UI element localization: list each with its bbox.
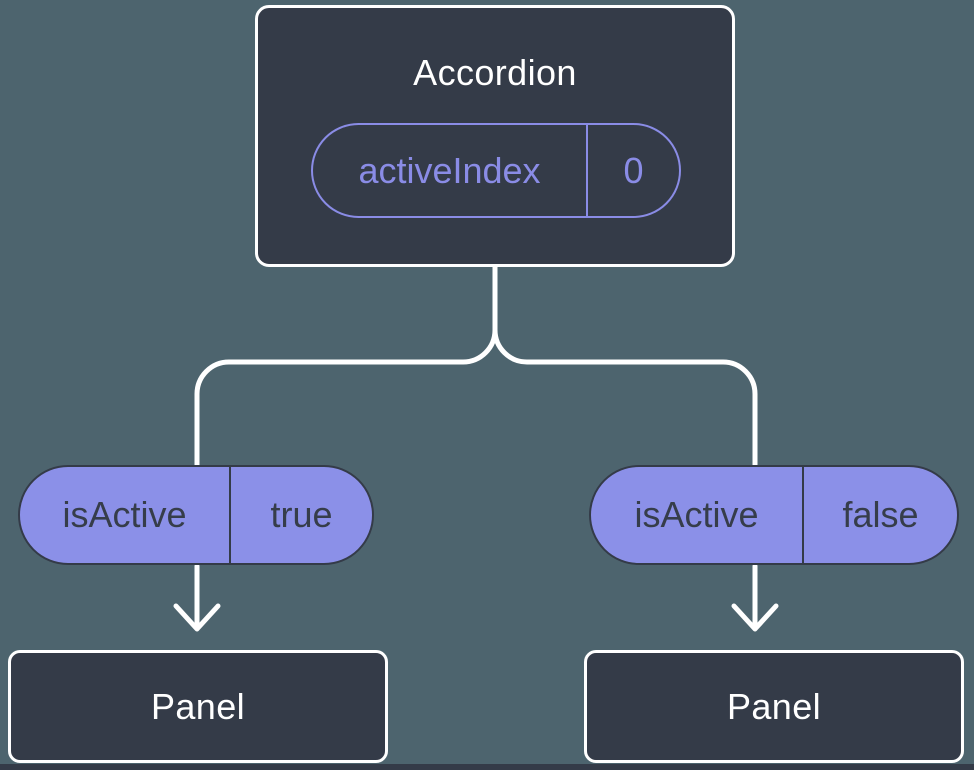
- branch-right-connector: [492, 264, 758, 469]
- panel-node-left: Panel: [8, 650, 388, 763]
- down-arrow-right-icon: [731, 603, 779, 632]
- active-index-prop-pill: activeIndex 0: [311, 123, 681, 218]
- prop-name-is-active-left: isActive: [62, 494, 187, 535]
- panel-node-right-title: Panel: [726, 685, 822, 727]
- is-active-pill-left: isActive true: [18, 465, 374, 565]
- branch-left-connector: [194, 264, 498, 469]
- accordion-node-title: Accordion: [413, 52, 577, 93]
- prop-value-active-index: 0: [586, 125, 679, 216]
- bottom-edge-bar: [0, 764, 974, 770]
- down-arrow-left-icon: [173, 603, 221, 632]
- is-active-pill-right: isActive false: [589, 465, 959, 565]
- accordion-node: Accordion activeIndex 0: [255, 5, 735, 267]
- panel-node-right: Panel: [584, 650, 964, 763]
- prop-value-is-active-right: false: [802, 467, 957, 563]
- panel-node-left-title: Panel: [150, 685, 246, 727]
- prop-name-active-index: activeIndex: [358, 149, 541, 191]
- prop-name-is-active-right: isActive: [634, 494, 759, 535]
- prop-value-is-active-left: true: [229, 467, 372, 563]
